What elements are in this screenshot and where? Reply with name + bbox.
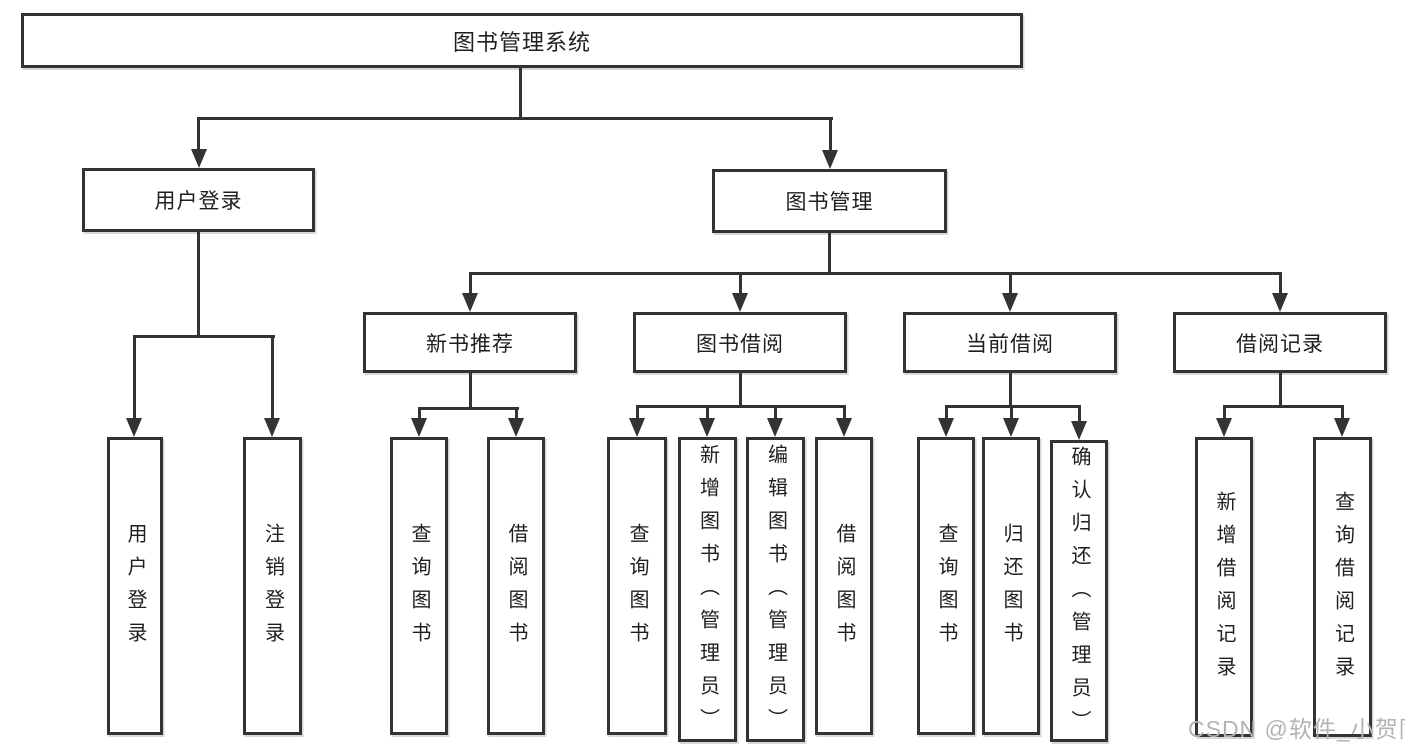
- node-current-borrow: 当前借阅: [903, 312, 1117, 373]
- arrow-down-icon: [508, 418, 524, 437]
- leaf-edit-books-admin: 编辑图书（管理员）: [746, 437, 805, 742]
- node-book-borrow: 图书借阅: [633, 312, 847, 373]
- arrow-down-icon: [1216, 418, 1232, 437]
- connector-line: [1279, 272, 1282, 293]
- connector-line: [271, 335, 274, 418]
- arrow-down-icon: [836, 418, 852, 437]
- connector-line: [1223, 405, 1344, 408]
- connector-line: [774, 405, 777, 419]
- arrow-down-icon: [462, 293, 478, 312]
- leaf-logout: 注销登录: [243, 437, 302, 735]
- connector-line: [1009, 272, 1012, 293]
- connector-line: [706, 405, 709, 419]
- connector-line: [636, 405, 639, 419]
- connector-line: [418, 407, 421, 419]
- leaf-add-books-admin: 新增图书（管理员）: [678, 437, 737, 742]
- connector-line: [739, 272, 742, 293]
- connector-line: [636, 405, 846, 408]
- arrow-down-icon: [1003, 418, 1019, 437]
- connector-line: [828, 233, 831, 272]
- arrow-down-icon: [732, 293, 748, 312]
- watermark: CSDN @软件_小贺同学: [1188, 716, 1405, 742]
- connector-line: [418, 407, 519, 410]
- connector-line: [469, 373, 472, 407]
- node-user-login: 用户登录: [82, 168, 315, 232]
- arrow-down-icon: [126, 418, 142, 437]
- connector-line: [133, 335, 275, 338]
- connector-line: [1078, 405, 1081, 421]
- node-borrow-records: 借阅记录: [1173, 312, 1387, 373]
- leaf-query-borrow-record: 查询借阅记录: [1313, 437, 1372, 737]
- connector-line: [843, 405, 846, 419]
- connector-line: [1223, 405, 1226, 419]
- connector-line: [133, 335, 136, 418]
- connector-line: [829, 117, 832, 151]
- connector-line: [469, 272, 1282, 275]
- leaf-user-login: 用户登录: [107, 437, 163, 735]
- arrow-down-icon: [822, 150, 838, 169]
- connector-line: [1009, 373, 1012, 405]
- connector-line: [515, 407, 518, 419]
- arrow-down-icon: [938, 418, 954, 437]
- node-new-book-recommend: 新书推荐: [363, 312, 577, 373]
- leaf-borrow-books: 借阅图书: [815, 437, 873, 735]
- connector-line: [1341, 405, 1344, 419]
- arrow-down-icon: [411, 418, 427, 437]
- node-library-management-system: 图书管理系统: [21, 13, 1023, 68]
- connector-line: [739, 373, 742, 405]
- leaf-return-books: 归还图书: [982, 437, 1040, 735]
- leaf-confirm-return-admin: 确认归还（管理员）: [1050, 440, 1108, 743]
- connector-line: [1279, 373, 1282, 405]
- leaf-query-books-current: 查询图书: [917, 437, 975, 735]
- connector-line: [945, 405, 948, 419]
- arrow-down-icon: [767, 418, 783, 437]
- connector-line: [945, 405, 1081, 408]
- arrow-down-icon: [191, 149, 207, 168]
- leaf-add-borrow-record: 新增借阅记录: [1195, 437, 1253, 737]
- connector-line: [197, 117, 200, 150]
- connector-line: [1010, 405, 1013, 419]
- arrow-down-icon: [264, 418, 280, 437]
- arrow-down-icon: [699, 418, 715, 437]
- leaf-borrow-books-recommend: 借阅图书: [487, 437, 545, 735]
- arrow-down-icon: [1002, 293, 1018, 312]
- connector-line: [197, 117, 833, 120]
- node-book-management: 图书管理: [712, 169, 947, 233]
- leaf-query-books-recommend: 查询图书: [390, 437, 448, 735]
- arrow-down-icon: [1334, 418, 1350, 437]
- connector-line: [197, 232, 200, 335]
- arrow-down-icon: [629, 418, 645, 437]
- connector-line: [519, 68, 522, 117]
- arrow-down-icon: [1071, 421, 1087, 440]
- arrow-down-icon: [1272, 293, 1288, 312]
- connector-line: [469, 272, 472, 293]
- leaf-query-books-borrow: 查询图书: [607, 437, 667, 735]
